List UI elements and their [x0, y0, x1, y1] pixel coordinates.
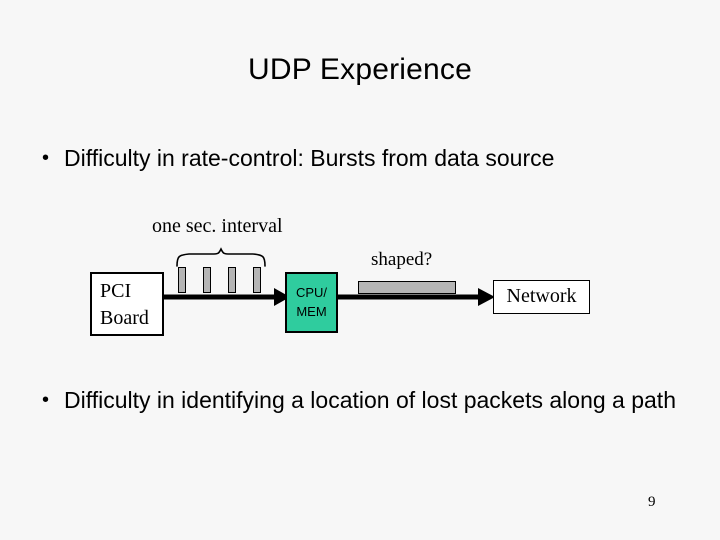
pci-board-line-1: PCI: [100, 280, 132, 302]
burst-bar: [178, 267, 186, 293]
cpu-mem-line-1: CPU/: [295, 285, 328, 300]
interval-label: one sec. interval: [152, 215, 283, 237]
arrow-cpu-to-network-head-icon: [478, 288, 495, 306]
arrow-pci-to-cpu-head-icon: [274, 288, 290, 306]
cpu-mem-box: CPU/ MEM: [285, 272, 338, 333]
shaped-traffic-bar: [358, 281, 456, 294]
bullet-item-1: • Difficulty in rate-control: Bursts fro…: [42, 142, 702, 175]
bullet-marker-icon: •: [42, 389, 50, 411]
network-box: Network: [493, 280, 590, 314]
pci-board-box: PCI Board: [90, 272, 164, 336]
bullet-text-1: Difficulty in rate-control: Bursts from …: [64, 145, 555, 171]
bullet-marker-icon: •: [42, 147, 50, 169]
shaped-label: shaped?: [371, 249, 433, 270]
bullet-item-2: • Difficulty in identifying a location o…: [42, 384, 682, 417]
page-number: 9: [648, 494, 656, 510]
cpu-mem-line-2: MEM: [296, 304, 327, 319]
interval-brace-icon: [176, 247, 266, 267]
pci-board-line-2: Board: [100, 307, 149, 329]
burst-bar: [253, 267, 261, 293]
bullet-text-2: Difficulty in identifying a location of …: [64, 387, 676, 413]
burst-bar: [203, 267, 211, 293]
page-title: UDP Experience: [247, 53, 473, 86]
burst-bar: [228, 267, 236, 293]
